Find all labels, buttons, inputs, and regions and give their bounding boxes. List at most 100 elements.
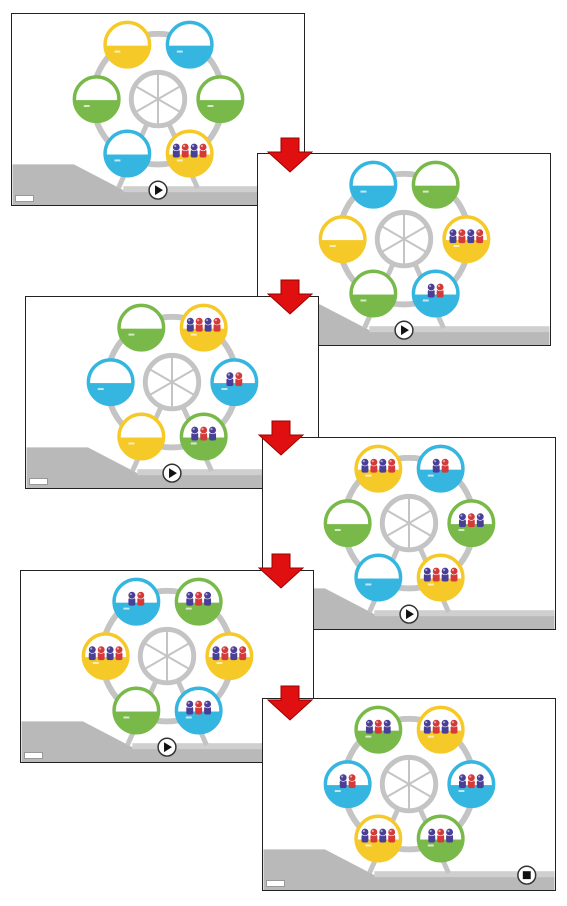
passenger-icon [476, 512, 485, 528]
passenger-icon [458, 512, 467, 528]
cabin-mid-left [86, 358, 135, 407]
passenger-icon [449, 567, 459, 582]
footer-logo [15, 195, 35, 202]
cabin-bottom-left [349, 269, 398, 318]
ferris-wheel-scene [263, 705, 555, 890]
cabin-bottom-right [165, 129, 214, 178]
panel-4 [262, 437, 556, 630]
passenger-icon [476, 773, 485, 789]
passenger-icon [204, 317, 213, 332]
passenger-icon [387, 828, 396, 843]
footer-logo [24, 752, 44, 759]
ground-platform [258, 304, 550, 345]
cabin-bottom-left [112, 686, 161, 735]
passenger-icon [360, 828, 370, 843]
passenger-icon [229, 645, 238, 661]
cabin-bottom-left [354, 553, 403, 602]
panel-2 [257, 153, 551, 346]
passenger-icon [467, 773, 476, 789]
passenger-icon [238, 645, 247, 661]
passenger-icon [220, 645, 229, 661]
ground-platform [12, 164, 304, 205]
cabin-top-right [174, 577, 223, 626]
play-button[interactable] [157, 737, 177, 757]
passenger-icon [441, 567, 450, 582]
cabin-top-right [416, 444, 465, 493]
ferris-wheel-scene [12, 20, 304, 205]
ground-platform [263, 588, 555, 629]
passenger-icon [369, 458, 378, 473]
ground-platform [21, 721, 313, 762]
play-icon [401, 325, 409, 336]
footer-logo [29, 478, 49, 485]
cabin-mid-left [323, 760, 372, 809]
ferris-wheel-scene [263, 444, 555, 629]
play-icon [406, 609, 414, 620]
passenger-icon [432, 719, 441, 734]
passenger-icon [339, 773, 348, 789]
passenger-icon [432, 458, 441, 473]
cabin-bottom-right [179, 412, 228, 461]
cabin-mid-right [210, 358, 259, 407]
passenger-icon [467, 512, 476, 528]
passenger-icon [97, 645, 106, 661]
play-button[interactable] [399, 604, 419, 624]
passenger-icon [466, 228, 475, 244]
cabin-bottom-right [416, 814, 465, 863]
down-arrow-icon [267, 279, 313, 315]
down-arrow-icon [267, 685, 313, 721]
play-button[interactable] [148, 180, 168, 200]
down-arrow-icon [258, 553, 304, 589]
cabin-bottom-left [117, 412, 166, 461]
passenger-icon [432, 567, 441, 582]
cabin-mid-right [447, 499, 496, 548]
cabin-mid-left [318, 215, 367, 264]
cabin-bottom-right [411, 269, 460, 318]
cabin-mid-left [323, 499, 372, 548]
play-icon [155, 185, 163, 196]
cabin-bottom-left [354, 814, 403, 863]
passenger-icon [436, 283, 445, 298]
passenger-icon [348, 773, 357, 789]
passenger-icon [369, 828, 378, 843]
cabin-bottom-right [416, 553, 465, 602]
footer-logo [266, 880, 286, 887]
passenger-icon [378, 828, 387, 843]
play-button[interactable] [394, 320, 414, 340]
passenger-icon [423, 567, 432, 582]
passenger-icon [360, 458, 370, 473]
stop-button[interactable] [517, 865, 537, 885]
passenger-icon [208, 426, 217, 441]
cabin-top-left [112, 577, 161, 626]
passenger-icon [365, 719, 374, 734]
passenger-icon [449, 719, 459, 734]
ferris-wheel-scene [21, 577, 313, 762]
passenger-icon [441, 458, 450, 473]
passenger-icon [387, 458, 396, 473]
passenger-icon [185, 591, 194, 606]
cabin-top-left [117, 303, 166, 352]
passenger-icon [88, 645, 97, 661]
cabin-top-left [349, 160, 398, 209]
passenger-icon [448, 228, 458, 244]
down-arrow-icon [258, 420, 304, 456]
cabin-mid-left [72, 75, 121, 124]
passenger-icon [445, 828, 454, 843]
cabin-mid-right [447, 760, 496, 809]
passenger-icon [198, 143, 208, 158]
cabin-top-right [411, 160, 460, 209]
cabin-top-right [179, 303, 228, 352]
passenger-icon [194, 591, 203, 606]
cabin-mid-left [81, 632, 130, 681]
passenger-icon [457, 228, 466, 244]
cabin-bottom-right [174, 686, 223, 735]
play-button[interactable] [162, 463, 182, 483]
cabin-top-left [354, 444, 403, 493]
passenger-icon [203, 591, 212, 606]
passenger-icon [181, 143, 190, 158]
passenger-icon [136, 591, 145, 606]
passenger-icon [203, 700, 212, 715]
passenger-icon [436, 828, 445, 843]
passenger-icon [374, 719, 383, 734]
ferris-wheel-scene [26, 303, 318, 488]
